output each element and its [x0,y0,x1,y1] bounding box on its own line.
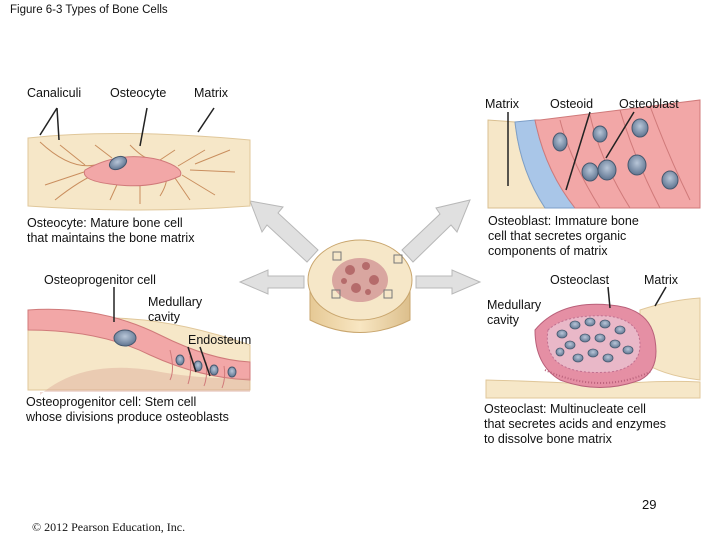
osteoprogenitor-caption-line2: whose divisions produce osteoblasts [26,410,229,424]
osteoclast-leader-lines [607,286,667,309]
osteoblast-leader-lines [507,111,635,191]
figure-title: Figure 6-3 Types of Bone Cells [10,4,168,16]
label-osteoclast: Osteoclast [550,273,610,287]
osteoclast-illustration [485,297,701,399]
label-osteoprogenitor-cell: Osteoprogenitor cell [44,273,156,287]
label-cavity-right: cavity [487,313,519,327]
osteoblast-caption-line2: cell that secretes organic [488,229,627,243]
osteoprogenitor-caption-line1: Osteoprogenitor cell: Stem cell [26,395,197,409]
label-matrix-osteoclast: Matrix [644,273,679,287]
label-cavity-left: cavity [148,310,180,324]
osteoclast-caption-line2: that secretes acids and enzymes [484,417,667,431]
central-bone-cylinder [307,239,413,333]
label-osteoblast: Osteoblast [619,97,679,111]
pointer-arrows [238,199,482,295]
label-endosteum: Endosteum [188,333,252,347]
osteocyte-caption-line1: Osteocyte: Mature bone cell [27,216,183,230]
label-osteocyte: Osteocyte [110,86,167,100]
osteoblast-caption-line1: Osteoblast: Immature bone [488,214,639,228]
osteocyte-caption-line2: that maintains the bone matrix [27,231,195,245]
osteoclast-caption-line3: to dissolve bone matrix [484,432,612,446]
page-number: 29 [642,497,657,512]
copyright-notice: © 2012 Pearson Education, Inc. [32,520,186,534]
osteoprogenitor-illustration [27,308,251,395]
osteocyte-leader-lines [39,107,215,147]
label-osteoid: Osteoid [550,97,594,111]
osteoblast-illustration [487,99,701,209]
label-medullary-right: Medullary [487,298,542,312]
osteocyte-illustration [27,132,251,211]
label-matrix-osteoblast: Matrix [485,97,520,111]
label-medullary-left: Medullary [148,295,203,309]
osteoprogenitor-leader-lines [113,287,211,377]
osteoclast-caption-line1: Osteoclast: Multinucleate cell [484,402,646,416]
label-matrix-osteocyte: Matrix [194,86,229,100]
label-canaliculi: Canaliculi [27,86,82,100]
osteoblast-caption-line3: components of matrix [488,244,608,258]
